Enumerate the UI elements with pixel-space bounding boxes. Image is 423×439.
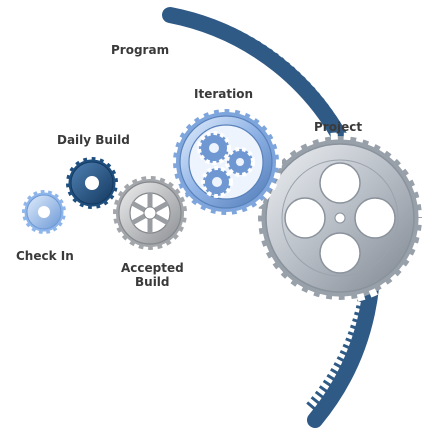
project-hole-left [284,197,326,239]
label-program: Program [111,43,169,57]
project-hole-right [354,197,396,239]
check-in-gear [19,187,69,237]
label-project: Project [314,120,362,134]
project-hole-top [319,162,361,204]
label-iteration: Iteration [194,87,253,101]
label-check-in: Check In [16,249,74,263]
iteration-gear [170,106,282,218]
project-hub [334,212,346,224]
daily-build-gear [63,154,121,212]
iteration-inner-gear-3 [201,166,233,198]
iteration-inner-gear-2 [225,147,255,177]
label-daily-build: Daily Build [57,133,130,147]
label-accepted: Accepted [121,261,184,275]
project-hole-bottom [319,232,361,274]
label-build: Build [135,275,170,289]
project-gear [254,132,423,304]
accepted-build-gear [110,173,190,253]
iteration-inner-gear-1 [197,131,231,165]
